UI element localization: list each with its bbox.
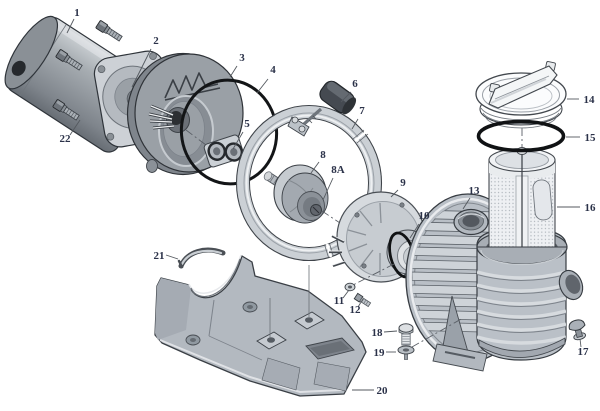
impeller-seal [310, 204, 322, 216]
assembly-axis [411, 317, 464, 348]
callout-9: 9 [400, 177, 406, 189]
spacer-shim [177, 247, 226, 269]
callout-18: 18 [372, 327, 384, 339]
mounting-bolts [52, 20, 123, 121]
callout-6: 6 [352, 78, 358, 90]
leader-lines [66, 18, 582, 391]
drain-plug [398, 323, 414, 346]
callout-labels: 1 2 3 4 5 6 7 8 8A 9 10 11 12 13 14 15 1… [60, 7, 597, 397]
callout-5: 5 [244, 118, 250, 130]
callout-8: 8 [320, 149, 326, 161]
strainer-basket [488, 147, 556, 265]
callout-2: 2 [153, 35, 159, 47]
shaft-seal-springs [148, 104, 175, 130]
callout-21: 21 [154, 250, 165, 262]
callout-7: 7 [359, 105, 365, 117]
callout-3: 3 [239, 52, 245, 64]
callout-19: 19 [374, 347, 386, 359]
callout-15: 15 [585, 132, 597, 144]
washer [344, 282, 356, 292]
callout-14: 14 [584, 94, 596, 106]
clamp-knob [319, 80, 357, 115]
drain-plug-gasket [397, 345, 415, 360]
strainer-lid [475, 61, 567, 129]
pot-collar-front [476, 246, 568, 266]
callout-17: 17 [578, 346, 590, 358]
callout-16: 16 [585, 202, 597, 214]
callout-22: 22 [60, 133, 72, 145]
callout-8A: 8A [331, 164, 345, 176]
assembly-axis [185, 129, 215, 152]
plug-bracket [203, 134, 245, 168]
clamp-band [235, 104, 383, 262]
impeller [273, 164, 329, 224]
pump-base [154, 254, 367, 397]
callout-11: 11 [334, 295, 344, 307]
callout-13: 13 [469, 185, 481, 197]
callout-20: 20 [377, 385, 389, 397]
drain-plug-right [568, 319, 586, 341]
lid-oring [476, 119, 566, 153]
discharge-port [558, 269, 584, 301]
diffuser-clips [329, 234, 346, 268]
callout-4: 4 [270, 64, 276, 76]
callout-10: 10 [419, 210, 431, 222]
callout-12: 12 [350, 304, 362, 316]
housing-port [453, 208, 489, 236]
callout-1: 1 [74, 7, 80, 19]
clamp-hinge [287, 107, 323, 137]
assembly-axis [352, 263, 395, 286]
lid-handle [488, 61, 558, 109]
